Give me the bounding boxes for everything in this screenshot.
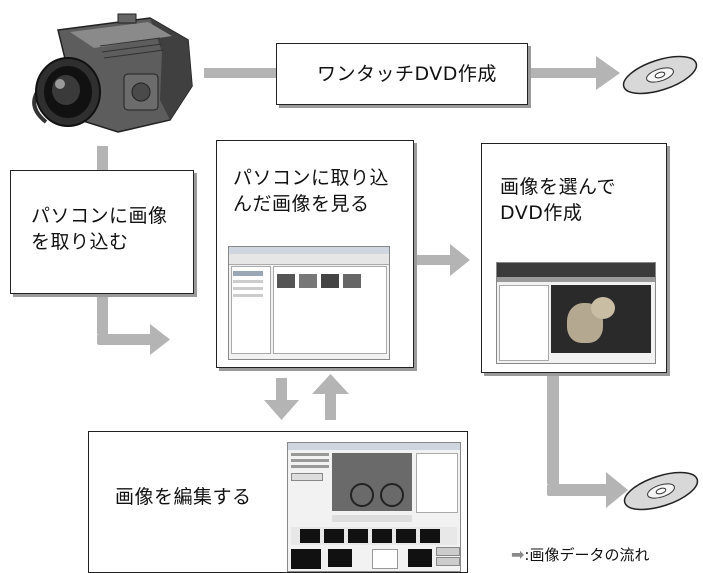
view-images-box: パソコンに取り込 んだ画像を見る <box>216 140 414 368</box>
image-browser-screenshot <box>228 246 390 360</box>
select-images-dvd-box: 画像を選んで DVD作成 <box>481 143 667 373</box>
dvd-disc-icon-bottom <box>623 471 699 511</box>
one-touch-dvd-box: ワンタッチDVD作成 <box>276 43 528 105</box>
flow-connector-edit-to-view <box>325 392 336 420</box>
flow-connector-camera-to-import <box>97 146 108 170</box>
legend: ➡:画像データの流れ <box>511 545 650 565</box>
flow-connector-select-right <box>547 484 609 496</box>
view-images-line2: んだ画像を見る <box>233 193 370 215</box>
view-images-line1: パソコンに取り込 <box>233 167 390 189</box>
flow-arrowhead-to-edit <box>264 400 299 420</box>
edit-images-label: 画像を編集する <box>115 486 252 508</box>
flow-connector-select-down <box>547 374 559 484</box>
flow-connector-view-to-select <box>414 255 452 265</box>
flow-arrowhead-to-view-up <box>312 374 349 394</box>
dvd-disc-icon-top <box>622 55 698 95</box>
import-images-line2: を取り込む <box>31 231 129 253</box>
flow-arrowhead-to-disc <box>596 56 620 90</box>
legend-text: :画像データの流れ <box>524 546 650 564</box>
flow-connector-camera-to-onetouch <box>204 68 276 78</box>
import-images-box: パソコンに画像 を取り込む <box>10 170 194 294</box>
flow-arrowhead-to-view <box>150 324 170 355</box>
select-images-line2: DVD作成 <box>500 202 583 224</box>
flow-connector-import-down <box>97 292 108 334</box>
select-images-line1: 画像を選んで <box>500 176 617 198</box>
one-touch-dvd-label: ワンタッチDVD作成 <box>317 63 497 85</box>
flow-connector-import-right <box>97 334 153 345</box>
flow-connector-view-to-edit <box>276 378 287 402</box>
legend-arrow-icon: ➡ <box>511 545 525 564</box>
edit-images-box: 画像を編集する <box>88 431 468 573</box>
flow-connector-onetouch-to-disc <box>526 68 598 78</box>
dvd-creation-screenshot <box>496 262 656 364</box>
flow-arrowhead-to-disc-2 <box>606 472 628 508</box>
flow-arrowhead-to-select <box>450 244 470 276</box>
image-editor-screenshot <box>287 442 461 572</box>
import-images-line1: パソコンに画像 <box>31 205 168 227</box>
